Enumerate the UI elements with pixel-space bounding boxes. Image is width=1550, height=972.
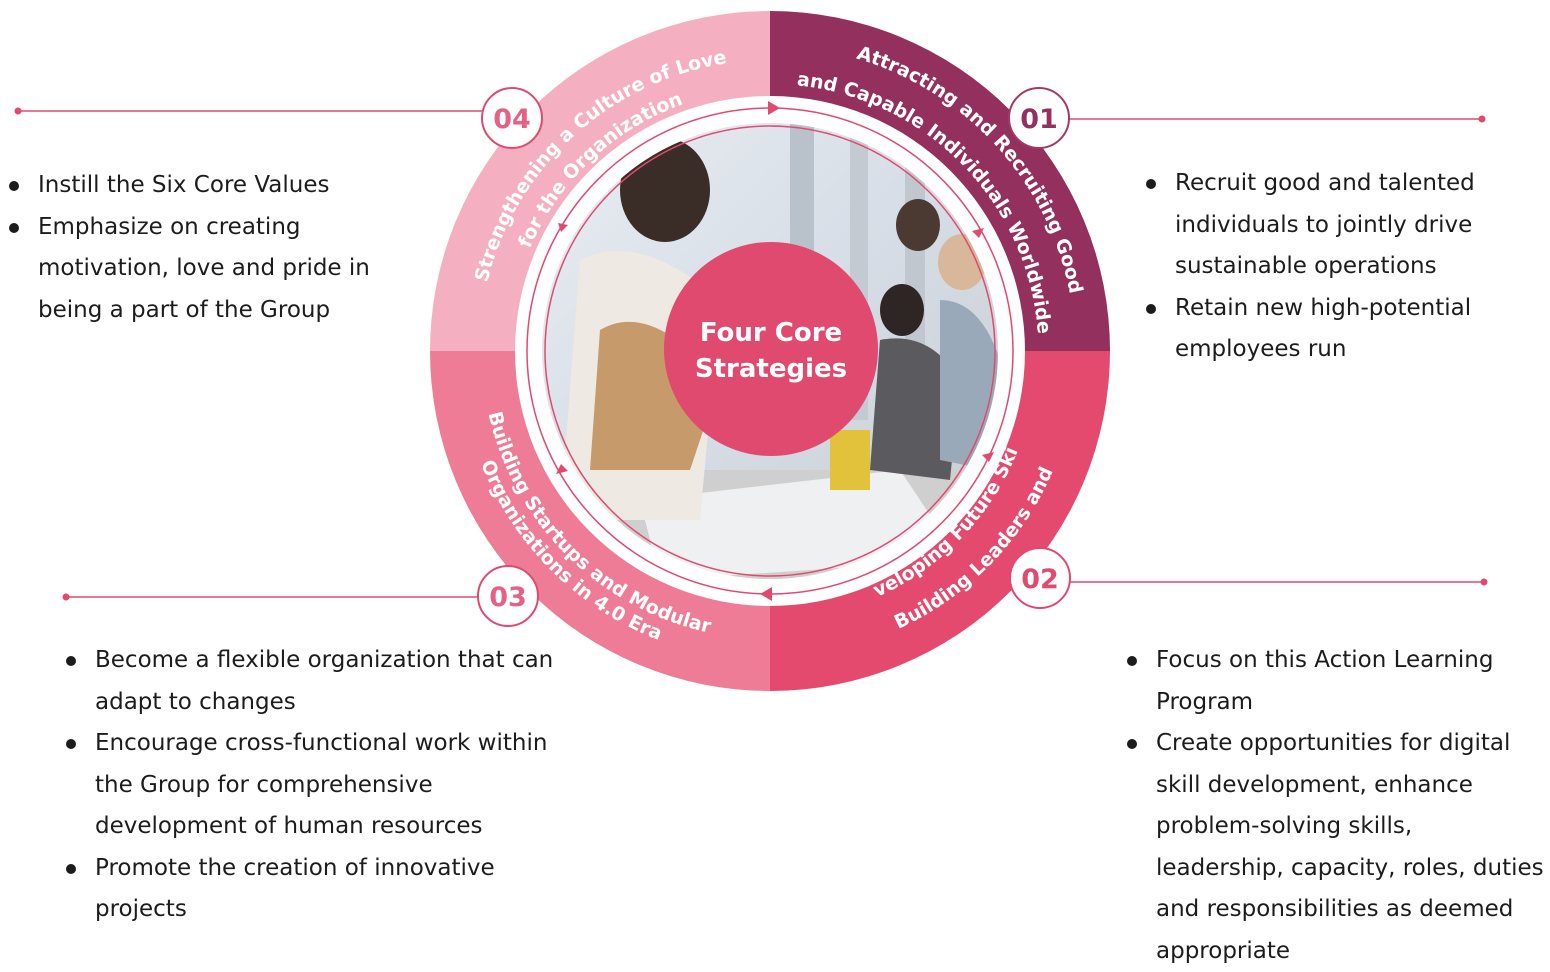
arrow-left <box>556 464 568 474</box>
list-item: Create opportunities for digital skill d… <box>1127 723 1547 972</box>
arrow-top <box>768 101 780 115</box>
list-item: Become a flexible organization that can … <box>66 640 586 723</box>
strategy-04-bullet-list: Instill the Six Core Values Emphasize on… <box>9 165 429 331</box>
badge-04: 04 <box>481 87 543 149</box>
list-item: Instill the Six Core Values <box>9 165 429 207</box>
arrow-bottom <box>760 587 772 601</box>
badge-02-number: 02 <box>1021 564 1059 595</box>
connector-dot-02 <box>1480 578 1488 586</box>
center-circle <box>664 242 878 456</box>
strategy-03-bullet-list: Become a flexible organization that can … <box>66 640 586 931</box>
cycle-arrows <box>556 101 994 601</box>
list-item: Focus on this Action Learning Program <box>1127 640 1547 723</box>
badge-01-number: 01 <box>1020 104 1058 135</box>
badge-04-number: 04 <box>493 104 531 135</box>
badge-03: 03 <box>477 565 539 627</box>
list-item: Encourage cross-functional work within t… <box>66 723 586 848</box>
connector-dot-03 <box>62 593 70 601</box>
connector-dot-04 <box>14 107 22 115</box>
strategy-01-bullet-list: Recruit good and talented individuals to… <box>1146 163 1546 371</box>
list-item: Emphasize on creating motivation, love a… <box>9 207 429 332</box>
connector-lines <box>14 107 1488 601</box>
arrow-inner-left <box>558 223 568 232</box>
badge-03-number: 03 <box>489 582 527 613</box>
center-title-line2: Strategies <box>695 354 847 384</box>
strategy-02-bullet-list: Focus on this Action Learning Program Cr… <box>1127 640 1547 972</box>
connector-dot-01 <box>1478 115 1486 123</box>
badge-01: 01 <box>1008 87 1070 149</box>
arrow-right <box>972 228 984 238</box>
list-item: Promote the creation of innovative proje… <box>66 848 586 931</box>
photo-ring <box>544 125 996 577</box>
arrow-inner-right <box>982 452 994 462</box>
list-item: Retain new high-potential employees run <box>1146 288 1546 371</box>
badge-02: 02 <box>1009 547 1071 609</box>
center-title-line1: Four Core <box>700 318 842 348</box>
list-item: Recruit good and talented individuals to… <box>1146 163 1546 288</box>
